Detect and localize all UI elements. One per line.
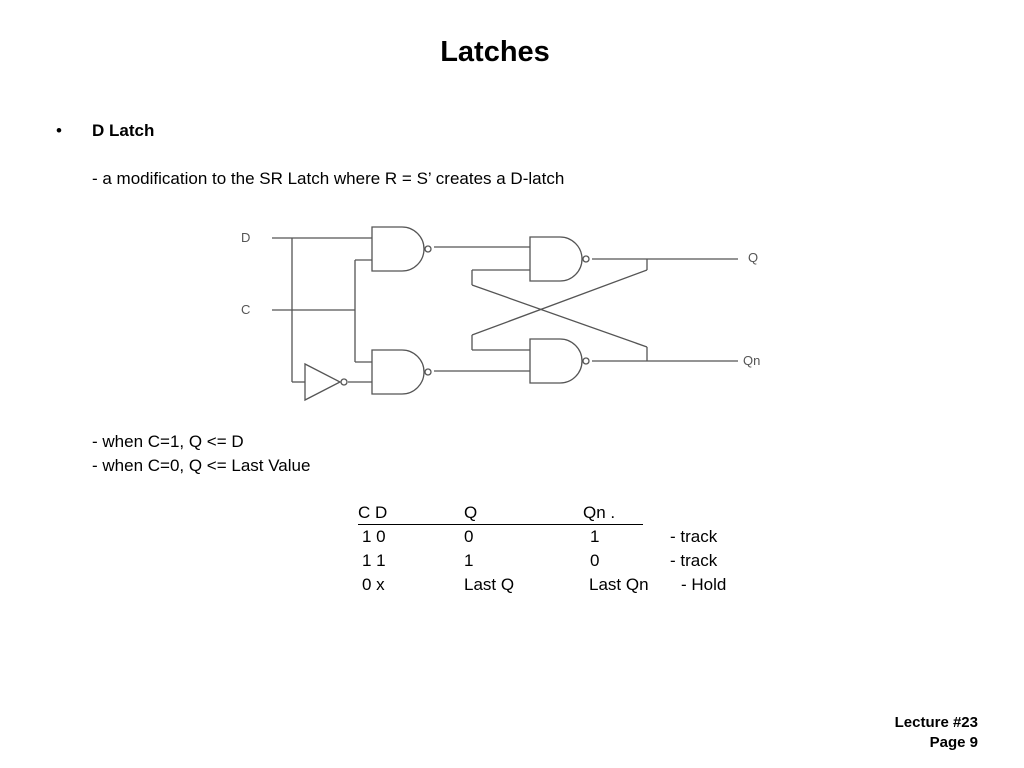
note-c-high: - when C=1, Q <= D [92,432,244,451]
nand-gate [371,349,432,395]
cell-cd: 1 1 [362,551,386,570]
slide-title: Latches [440,36,550,68]
truth-table: C D Q Qn . 1 0 0 1 - track 1 1 1 0 - tra… [358,503,726,599]
table-row: 1 1 1 0 - track [358,551,717,575]
input-label-d: D [241,230,250,245]
note-c-low: - when C=0, Q <= Last Value [92,456,311,475]
bullet-heading: D Latch [92,121,155,140]
cell-mode: - Hold [681,575,727,594]
d-latch-circuit-diagram: D C Q Qn [241,226,760,402]
header-q: Q [464,503,478,522]
slide-footer: Lecture #23 Page 9 [895,713,978,753]
cell-qn: 1 [590,527,600,546]
bullet-marker: • [56,121,62,140]
cell-cd: 0 x [362,575,385,594]
cell-q: 1 [464,551,474,570]
header-cd: C D [358,503,388,522]
inverter [304,362,348,402]
nand-gate [529,338,590,384]
cell-q: Last Q [464,575,515,594]
cell-mode: - track [670,527,718,546]
nand-gate [529,236,590,282]
cell-qn: 0 [590,551,600,570]
page-number: Page 9 [929,734,978,751]
lecture-number: Lecture #23 [894,714,978,731]
output-label-qn: Qn [743,353,760,368]
truth-table-header: C D Q Qn . [358,503,643,527]
cell-cd: 1 0 [362,527,386,546]
nand-gate [371,226,432,272]
cell-mode: - track [670,551,718,570]
cell-q: 0 [464,527,474,546]
output-label-q: Q [748,250,758,265]
input-label-c: C [241,302,250,317]
header-qn: Qn . [583,503,616,522]
table-row: 0 x Last Q Last Qn - Hold [358,575,726,599]
table-row: 1 0 0 1 - track [358,527,717,551]
cell-qn: Last Qn [589,575,649,594]
description-text: - a modification to the SR Latch where R… [92,169,565,188]
